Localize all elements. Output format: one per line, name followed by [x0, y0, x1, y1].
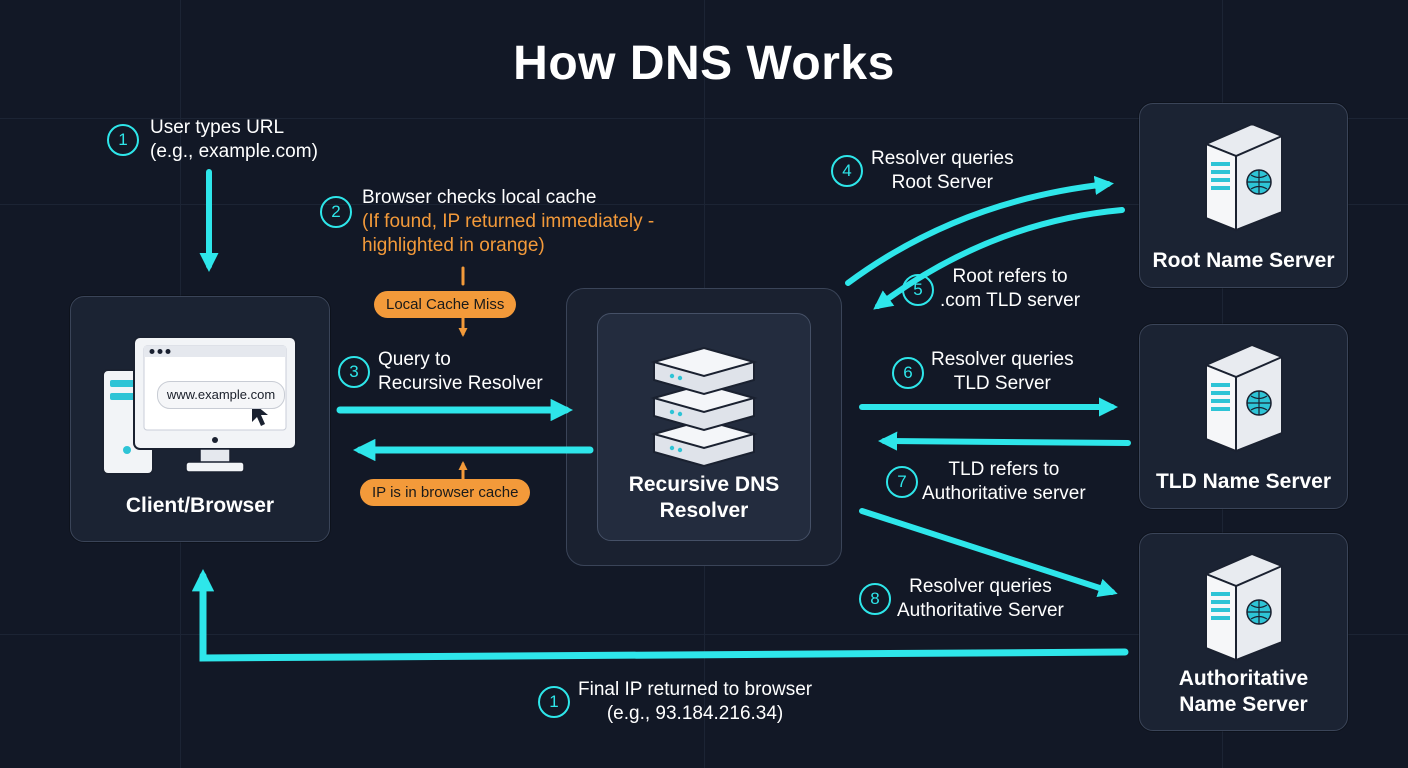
computer-icon [102, 336, 297, 475]
step-4-line2: Root Server [891, 172, 993, 193]
diagram-title: How DNS Works [513, 37, 895, 90]
step-8-line1: Resolver queries [909, 576, 1052, 597]
step-2-text: Browser checks local cache (If found, IP… [362, 186, 654, 258]
url-bar: www.example.com [157, 381, 285, 409]
resolver-label-line2: Resolver [659, 499, 749, 522]
step-7-text: TLD refers to Authoritative server [922, 458, 1086, 506]
tld-server-label: TLD Name Server [1155, 470, 1332, 493]
grid-line [0, 634, 1408, 635]
step-final-number: 1 [538, 686, 570, 718]
step-6-line2: TLD Server [953, 373, 1051, 394]
step-8-line2: Authoritative Server [897, 600, 1064, 621]
arrow-step-4 [845, 175, 1114, 286]
root-server-label: Root Name Server [1152, 249, 1335, 272]
grid-line [0, 118, 1408, 119]
step-3-text: Query to Recursive Resolver [378, 348, 543, 396]
resolver-card: Recursive DNS Resolver [566, 288, 842, 566]
authoritative-label-line2: Name Server [1179, 693, 1308, 716]
step-final-text: Final IP returned to browser (e.g., 93.1… [578, 678, 812, 726]
server-tower-icon [1205, 343, 1283, 453]
step-1-line1: User types URL [150, 117, 285, 138]
step-7-number: 7 [886, 466, 918, 498]
step-2-line1: Browser checks local cache [362, 187, 597, 208]
step-5-line1: Root refers to [952, 266, 1068, 287]
step-4-number: 4 [831, 155, 863, 187]
tld-server-card: TLD Name Server [1139, 324, 1348, 509]
step-8-number: 8 [859, 583, 891, 615]
arrow-step-8 [859, 508, 1118, 598]
step-8-text: Resolver queries Authoritative Server [897, 575, 1064, 623]
step-4-text: Resolver queries Root Server [871, 147, 1014, 195]
step-6-number: 6 [892, 357, 924, 389]
step-7-line2: Authoritative server [922, 483, 1086, 504]
resolver-inner-panel: Recursive DNS Resolver [597, 313, 811, 541]
step-7-line1: TLD refers to [948, 459, 1060, 480]
step-5-number: 5 [902, 274, 934, 306]
step-5-text: Root refers to .com TLD server [940, 265, 1080, 313]
step-final-line2: (e.g., 93.184.216.34) [606, 703, 784, 724]
cache-hit-badge: IP is in browser cache [360, 479, 531, 506]
step-6-line1: Resolver queries [931, 349, 1074, 370]
step-5-line2: .com TLD server [940, 290, 1081, 311]
step-3-line1: Query to [378, 349, 451, 370]
root-server-card: Root Name Server [1139, 103, 1348, 288]
authoritative-label-line1: Authoritative [1178, 667, 1309, 690]
step-1-text: User types URL (e.g., example.com) [150, 116, 318, 164]
step-4-line1: Resolver queries [871, 148, 1014, 169]
grid-line [0, 204, 1408, 205]
arrow-final-return [191, 569, 1129, 662]
step-1-line2: (e.g., example.com) [150, 141, 318, 162]
arrow-step-7 [878, 431, 1131, 451]
step-2-number: 2 [320, 196, 352, 228]
client-label: Client/Browser [125, 494, 275, 517]
step-2-line3: highlighted in orange) [362, 235, 545, 256]
step-1-number: 1 [107, 124, 139, 156]
step-6-text: Resolver queries TLD Server [931, 348, 1074, 396]
step-3-number: 3 [338, 356, 370, 388]
step-final-line1: Final IP returned to browser [578, 679, 813, 700]
server-tower-icon [1205, 122, 1283, 232]
step-3-line2: Recursive Resolver [378, 373, 543, 394]
step-2-line2: (If found, IP returned immediately - [362, 211, 655, 232]
server-stack-icon [650, 346, 758, 468]
server-tower-icon [1205, 552, 1283, 662]
resolver-label-line1: Recursive DNS [628, 473, 780, 496]
authoritative-server-card: Authoritative Name Server [1139, 533, 1348, 731]
cache-miss-badge: Local Cache Miss [374, 291, 517, 318]
